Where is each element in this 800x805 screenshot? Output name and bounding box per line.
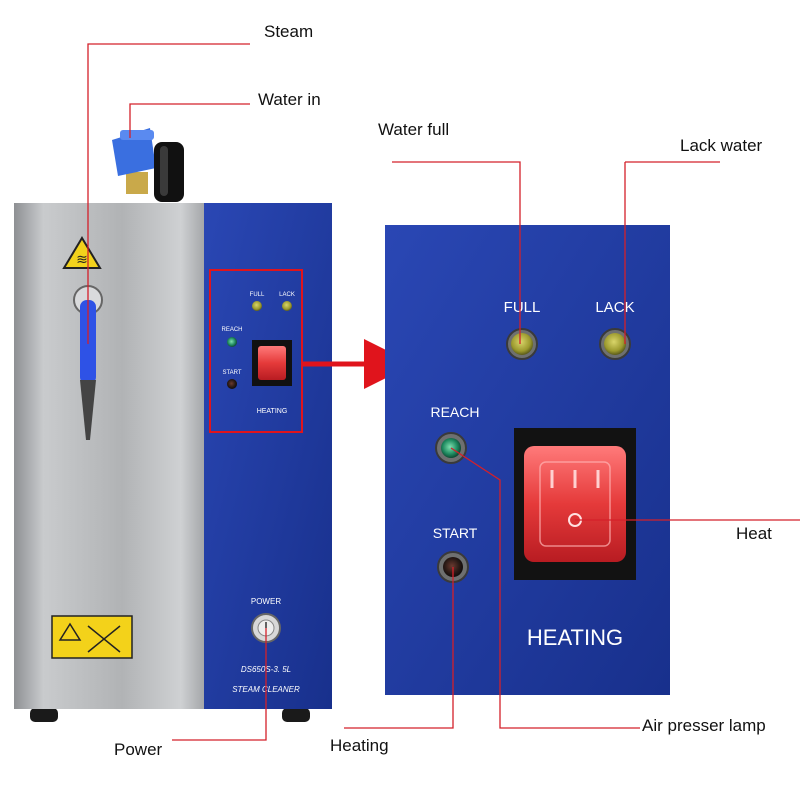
lack-water-callout-line (624, 161, 720, 344)
small-lack-label: LACK (279, 292, 295, 298)
water-inlet-cap-icon (112, 128, 156, 194)
power-callout: Power (114, 740, 163, 759)
heat-callout: Heat (736, 524, 772, 543)
small-reach-label: REACH (221, 327, 242, 333)
steam-cleaner-machine: ≋ FULL LACK REACH START HEATING (14, 128, 332, 722)
power-callout-line (172, 628, 267, 741)
callout-lines (87, 43, 800, 741)
small-full-label: FULL (250, 292, 265, 298)
water-full-callout-line (392, 161, 521, 344)
steam-outlet-stub-icon (154, 142, 184, 202)
water-full-callout: Water full (378, 120, 450, 139)
heat-rocker-switch-icon (514, 428, 636, 580)
steam-callout: Steam (264, 22, 314, 41)
zoom-start-label: START (433, 525, 478, 541)
lack-water-lamp-icon (599, 328, 631, 360)
zoom-heating-label: HEATING (527, 625, 623, 650)
small-full-lamp-icon (252, 301, 262, 311)
zoom-lack-label: LACK (595, 299, 634, 316)
air-presser-callout-line (450, 447, 640, 729)
svg-text:≋: ≋ (76, 251, 88, 267)
small-reach-lamp-icon (227, 337, 237, 347)
zoom-reach-label: REACH (430, 404, 479, 420)
water-full-lamp-icon (506, 328, 538, 360)
hot-warning-icon: ≋ (62, 236, 102, 269)
small-lack-lamp-icon (282, 301, 292, 311)
machine-foot-right (282, 708, 310, 722)
zoom-full-label: FULL (504, 299, 541, 316)
water-in-callout: Water in (258, 90, 321, 109)
heating-callout: Heating (330, 736, 389, 755)
heating-callout-line (344, 567, 454, 729)
lack-water-callout: Lack water (680, 136, 763, 155)
power-label: POWER (251, 597, 281, 606)
machine-control-panel: FULL LACK REACH START HEATING (209, 269, 303, 433)
air-presser-lamp-callout: Air presser lamp (642, 716, 766, 735)
safety-label-icon (51, 615, 133, 659)
zoomed-control-panel: FULL LACK REACH START HEA (385, 225, 670, 695)
small-start-lamp-icon (227, 379, 237, 389)
small-heating-label: HEATING (257, 408, 288, 415)
small-start-label: START (222, 370, 241, 376)
steam-callout-line (87, 43, 250, 344)
machine-foot-left (30, 708, 58, 722)
water-in-callout-line (129, 103, 250, 138)
